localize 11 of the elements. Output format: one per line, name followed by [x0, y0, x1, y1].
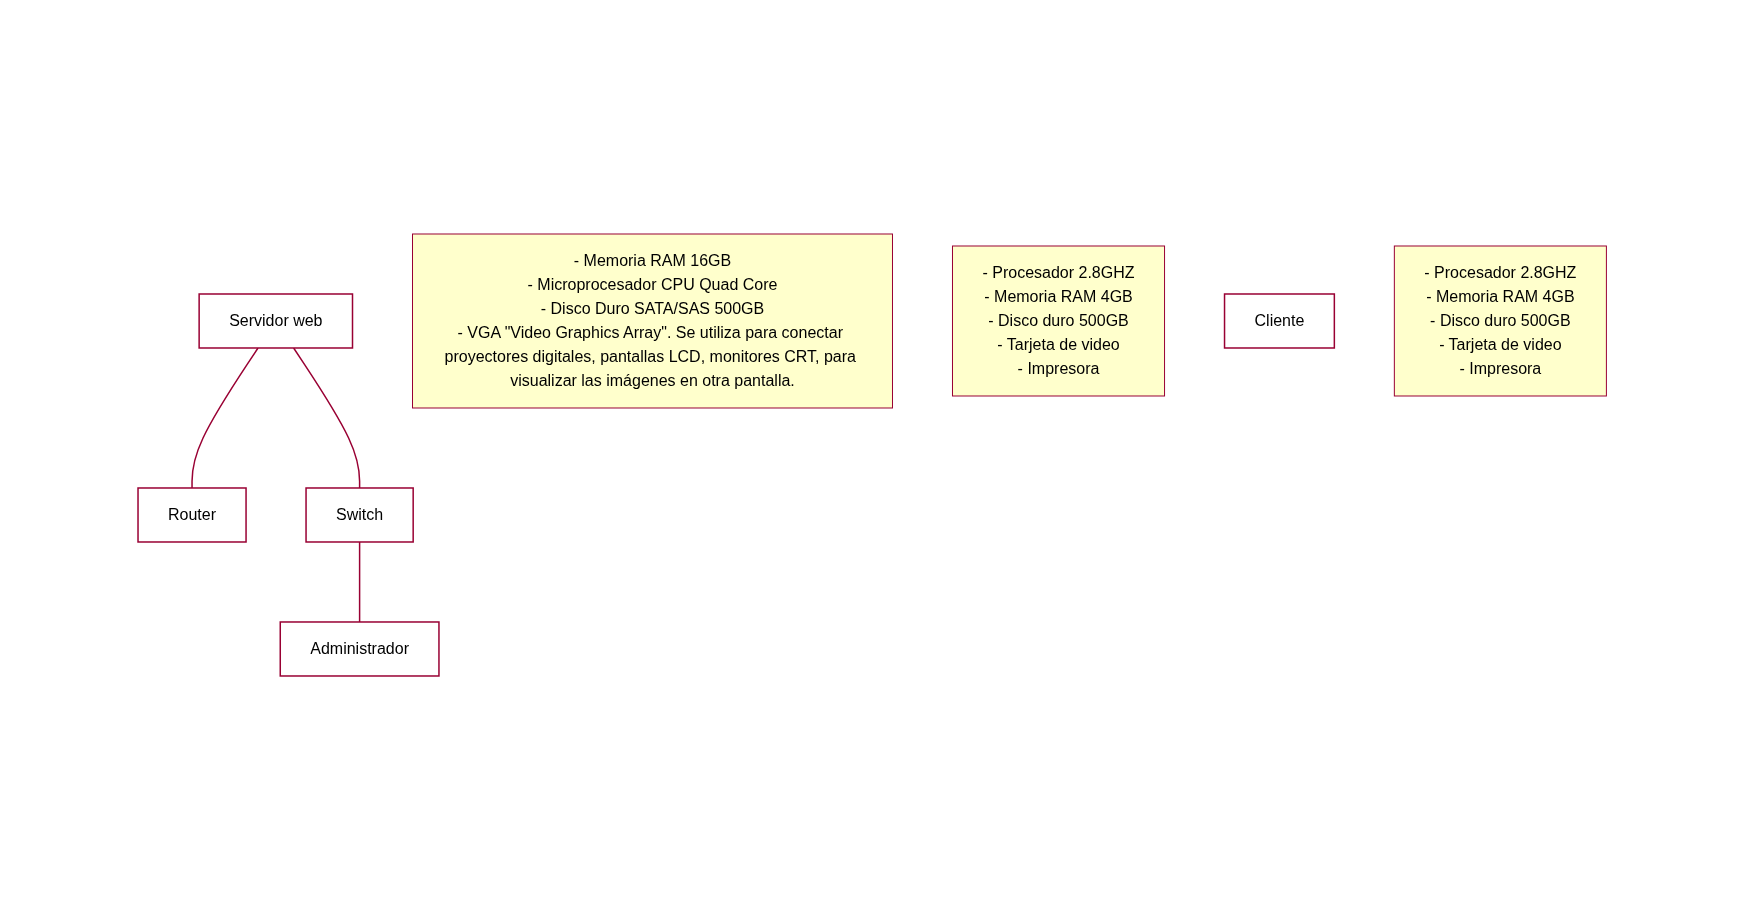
node-box: - Memoria RAM 16GB - Microprocesador CPU Quad Core - Disco Duro SATA/SAS 500GB - VGA "Video Graphics Array". Se utiliza para conectar proyectores digitales, pantallas LCD, monitores CRT, para visualizar las imágenes en otra pantalla. [412, 233, 894, 409]
node-box: Cliente [1224, 293, 1336, 349]
node-box: - Procesador 2.8GHZ - Memoria RAM 4GB - Disco duro 500GB - Tarjeta de video - Impresora [1394, 245, 1608, 397]
node-box: Router [137, 487, 248, 543]
node-box: - Procesador 2.8GHZ - Memoria RAM 4GB - Disco duro 500GB - Tarjeta de video - Impresora [952, 245, 1166, 397]
connector [293, 347, 361, 489]
node-box: Switch [305, 487, 415, 543]
node-box: Servidor web [198, 293, 354, 349]
connector [191, 347, 260, 489]
node-box: Administrador [279, 621, 440, 677]
connector [359, 541, 361, 623]
